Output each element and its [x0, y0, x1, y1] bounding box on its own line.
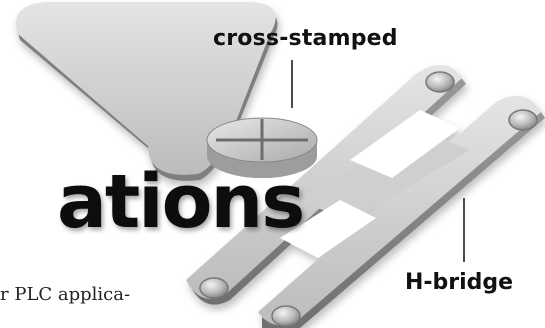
body-text-fragment: r PLC applica- — [0, 284, 131, 305]
rivet-icon — [508, 109, 538, 131]
cross-stamp-icon — [206, 117, 318, 178]
rivet-icon — [271, 305, 301, 327]
rivet-icon — [425, 71, 455, 93]
rivet-icon — [199, 277, 229, 299]
headline-fragment: ations — [57, 159, 305, 245]
h-bridge-plate — [186, 64, 545, 328]
cross-stamped-label: cross-stamped — [213, 26, 398, 51]
h-bridge-label: H-bridge — [405, 270, 514, 295]
